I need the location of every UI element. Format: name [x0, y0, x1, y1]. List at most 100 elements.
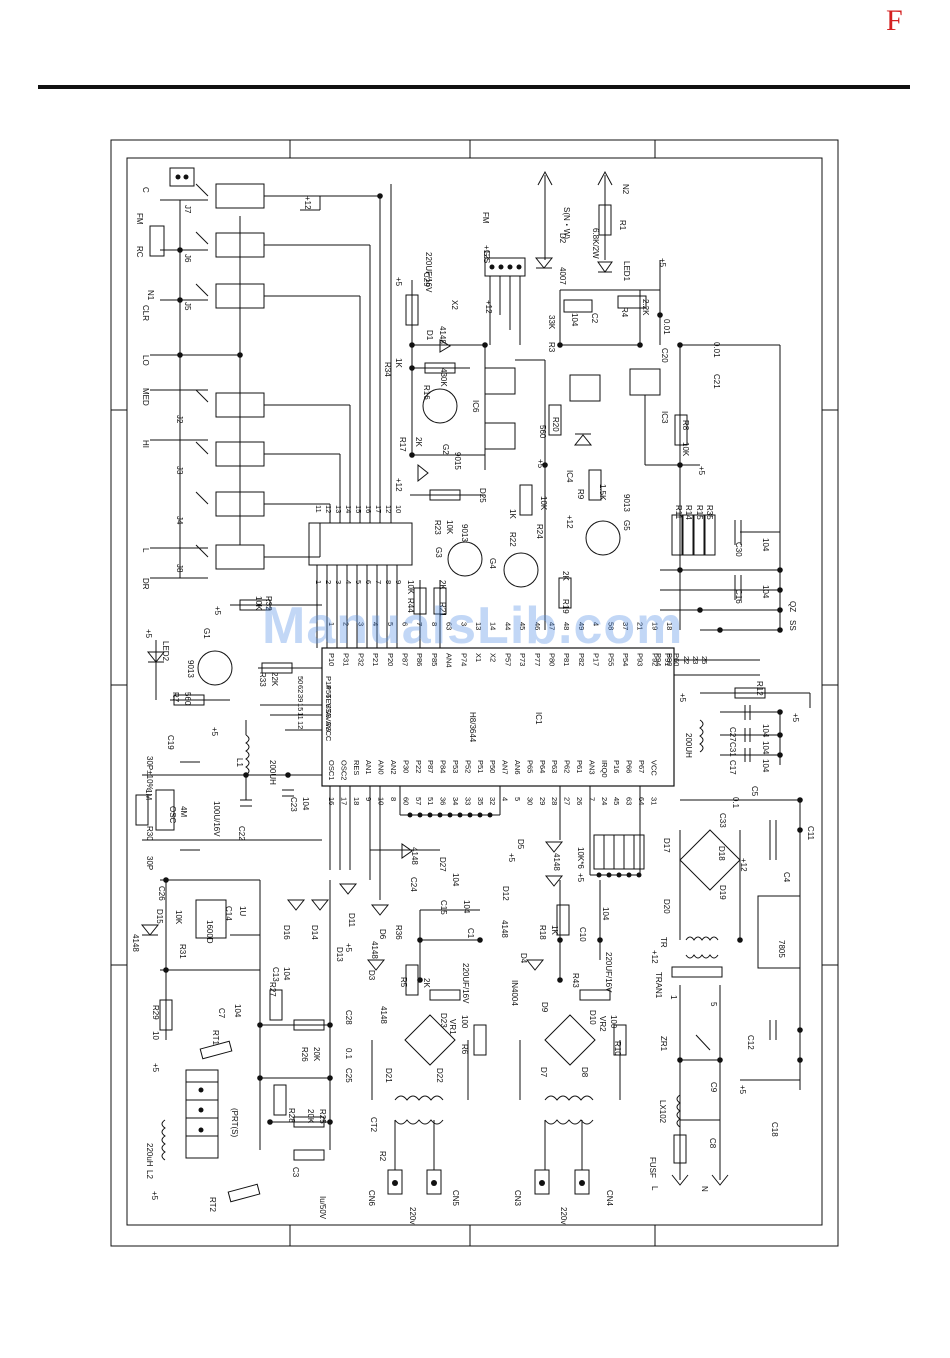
ic1-pin-number: 7	[587, 797, 596, 801]
ic1-pin-number: 62	[296, 685, 305, 693]
component-label: D17	[662, 838, 671, 853]
ic2-pin-number: 2	[324, 580, 333, 584]
ic1-pin-number: 10	[377, 797, 386, 805]
bridges-transformers	[371, 904, 627, 1195]
component-label: R33	[258, 672, 267, 687]
component-label: D6	[378, 929, 387, 940]
ic1-pin-name: P61	[575, 760, 584, 773]
outer-frame	[110, 139, 839, 1247]
ic1-pin-name: P57	[503, 653, 512, 666]
component-label: 4148	[500, 920, 509, 938]
component-label: RT1	[211, 1030, 220, 1046]
component-label: R5	[399, 977, 408, 988]
component-label: R44	[406, 598, 415, 613]
component-label: FM	[135, 213, 144, 225]
component-label: 10K	[406, 580, 415, 595]
ic1-pin-name: P53	[451, 760, 460, 773]
ic1-pin-number: 1	[327, 622, 336, 626]
component-label: C26	[157, 886, 166, 901]
component-label: R20	[551, 417, 560, 432]
component-label: D16	[282, 925, 291, 940]
relay-contacts	[195, 183, 209, 558]
terminal-wiring	[149, 167, 240, 579]
ic1-pin-name: P74	[459, 653, 468, 666]
ic2-pin-number: 17	[374, 505, 383, 513]
ic1-part-label: H8/3644	[468, 712, 477, 743]
ic1-pin-number: 45	[518, 622, 527, 630]
ic1-pin-name: P92	[650, 653, 659, 666]
lower-left-analog	[140, 879, 390, 1203]
component-label: +5	[658, 258, 667, 268]
component-label: C	[141, 187, 150, 193]
ic1-pin-number: 5	[386, 622, 395, 626]
component-label: IC3	[660, 411, 669, 424]
ic1-pin-name: RES	[352, 760, 361, 775]
component-label: N1	[146, 290, 155, 301]
component-label: MED	[141, 388, 150, 406]
component-label: 6.8K/2W	[591, 228, 600, 259]
ic1-pin-number: 36	[439, 797, 448, 805]
component-label: CN6	[367, 1190, 376, 1207]
component-label: C22	[237, 826, 246, 841]
component-label: (PRT(S)	[230, 1108, 239, 1138]
component-label: +5	[791, 713, 800, 723]
component-label: R36	[394, 925, 403, 940]
ic1-pin-number: 51	[426, 797, 435, 805]
component-label: N	[700, 1186, 709, 1192]
ic1-pin-name: P20	[386, 653, 395, 666]
ic1-pin-number: 15	[296, 703, 305, 711]
ic1-pin-name: P55	[606, 653, 615, 666]
component-label: ZR1	[659, 1036, 668, 1052]
component-label: R17	[398, 437, 407, 452]
component-label: CLR	[141, 305, 150, 321]
component-label: IN4004	[510, 980, 519, 1006]
component-label: G2	[441, 444, 450, 455]
component-label: R2	[378, 1151, 387, 1162]
component-label: 220UF/16V	[461, 963, 470, 1004]
ic1-pin-number: 3	[356, 622, 365, 626]
component-label: TR	[659, 937, 668, 948]
ic1-pin-name: P90	[665, 653, 674, 666]
component-label: R14	[684, 505, 693, 520]
component-label: D15	[155, 909, 164, 924]
component-label: CT2	[369, 1117, 378, 1133]
component-label: VR2	[598, 1016, 607, 1032]
ic1-pin-number: 26	[575, 797, 584, 805]
ic1-pin-number: 4	[592, 622, 601, 626]
component-label: 0.01	[712, 342, 721, 358]
component-label: D2	[558, 233, 567, 244]
ic1-pin-name: P84	[439, 760, 448, 773]
ic1-pin-name: P65	[525, 760, 534, 773]
component-label: 4007	[558, 267, 567, 285]
ic1-pin-number: 9	[364, 797, 373, 801]
ic1-pin-number: 24	[600, 797, 609, 805]
ic1-pin-name: P62	[563, 760, 572, 773]
ic1-pin-name: P86	[415, 653, 424, 666]
component-label: L1	[235, 758, 244, 767]
component-label: CN5	[451, 1190, 460, 1207]
component-label: 2K	[438, 580, 447, 590]
ic1-pin-name: P51	[476, 760, 485, 773]
ic1-pin-name: P54	[621, 653, 630, 666]
component-label: 1U	[238, 906, 247, 916]
ic1-pin-name: P77	[533, 653, 542, 666]
ic1-pin-number: 35	[476, 797, 485, 805]
component-label: R12	[755, 681, 764, 696]
frame-ticks	[111, 140, 838, 1246]
component-label: R23	[433, 520, 442, 535]
component-label: +5	[344, 943, 353, 953]
ic1-pin-number: 27	[563, 797, 572, 805]
ic2-pin-number: 16	[364, 505, 373, 513]
component-label: R26	[300, 1047, 309, 1062]
component-label: C23	[289, 797, 298, 812]
component-label: R3	[547, 342, 556, 353]
component-label: 10K	[445, 520, 454, 535]
component-label: 4148	[379, 1006, 388, 1024]
component-label: C24	[409, 877, 418, 892]
ic2-pin-number: 1	[314, 580, 323, 584]
ic1-pin-name: AN3	[587, 760, 596, 775]
right-capacitors	[674, 659, 811, 765]
component-label: 0.01	[662, 319, 671, 335]
ic1-pin-name: P82	[577, 653, 586, 666]
